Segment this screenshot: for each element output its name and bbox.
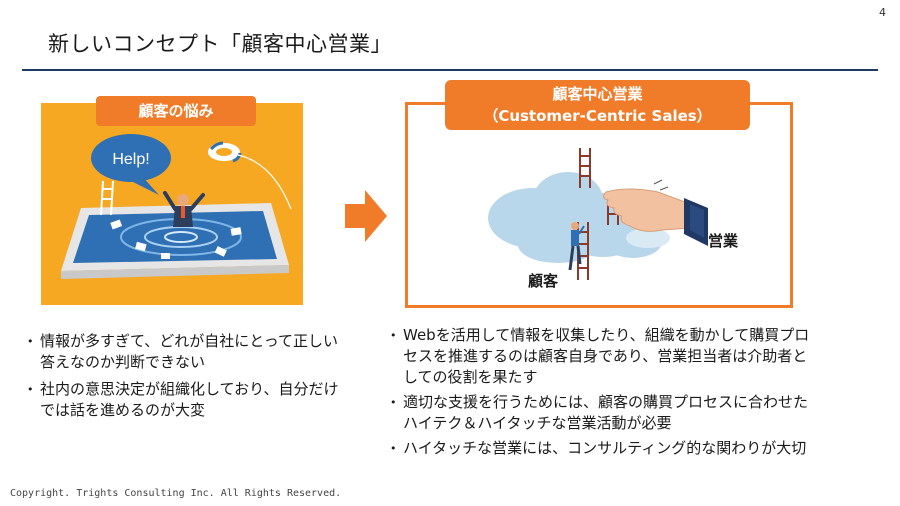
life-ring-icon [208,141,292,210]
list-item: • 社内の意思決定が組織化しており、自分だけでは話を進めるのが大変 [27,379,347,421]
list-item-text: ハイタッチな営業には、コンサルティング的な関わりが大切 [403,439,807,457]
customer-centric-sales-frame [405,102,793,308]
customer-centric-sales-list: • Webを活用して情報を収集したり、組織を動かして購買プロセスを推進するのは顧… [390,325,820,463]
help-speech-bubble: Help! [91,134,171,195]
badge-title-en: （Customer-Centric Sales） [483,107,712,125]
list-item-text: Webを活用して情報を収集したり、組織を動かして購買プロセスを推進するのは顧客自… [403,326,810,386]
customer-label: 顧客 [528,272,559,290]
list-item: • Webを活用して情報を収集したり、組織を動かして購買プロセスを推進するのは顧… [390,325,820,388]
list-item-text: 社内の意思決定が組織化しており、自分だけでは話を進めるのが大変 [40,380,339,419]
title-divider [22,69,878,71]
list-item-text: 適切な支援を行うためには、顧客の購買プロセスに合わせたハイテク＆ハイタッチな営業… [403,393,809,432]
sales-label: 営業 [708,232,739,250]
person-head [177,194,189,206]
slide-title: 新しいコンセプト「顧客中心営業」 [48,32,392,56]
list-item-text: 情報が多すぎて、どれが自社にとって正しい答えなのか判断できない [40,332,339,371]
customer-problem-badge: 顧客の悩み [96,96,256,126]
right-arrow-icon [345,190,387,242]
bullet-dot: • [27,383,34,396]
customer-problem-list: • 情報が多すぎて、どれが自社にとって正しい答えなのか判断できない • 社内の意… [27,331,347,427]
list-item: • 情報が多すぎて、どれが自社にとって正しい答えなのか判断できない [27,331,347,373]
helping-hand [602,188,708,246]
badge-title-jp: 顧客中心営業 [552,85,643,103]
ladder-support-illustration [488,148,708,280]
list-item: • 適切な支援を行うためには、顧客の購買プロセスに合わせたハイテク＆ハイタッチな… [390,392,820,434]
drowning-in-tablet-image: Help! [61,134,292,279]
tablet-screen [73,211,277,263]
help-text: Help! [112,151,149,168]
customer-person [568,222,585,271]
page-number: 4 [879,6,886,19]
ladder-top [579,148,591,188]
copyright-notice: Copyright. Trights Consulting Inc. All R… [10,488,342,499]
customer-problem-illustration: Help! [41,103,303,305]
bullet-dot: • [390,442,397,455]
list-item: • ハイタッチな営業には、コンサルティング的な関わりが大切 [390,438,820,459]
bullet-dot: • [390,396,397,409]
bullet-dot: • [27,335,34,348]
bullet-dot: • [390,329,397,342]
customer-centric-sales-badge: 顧客中心営業 （Customer-Centric Sales） [445,80,750,130]
